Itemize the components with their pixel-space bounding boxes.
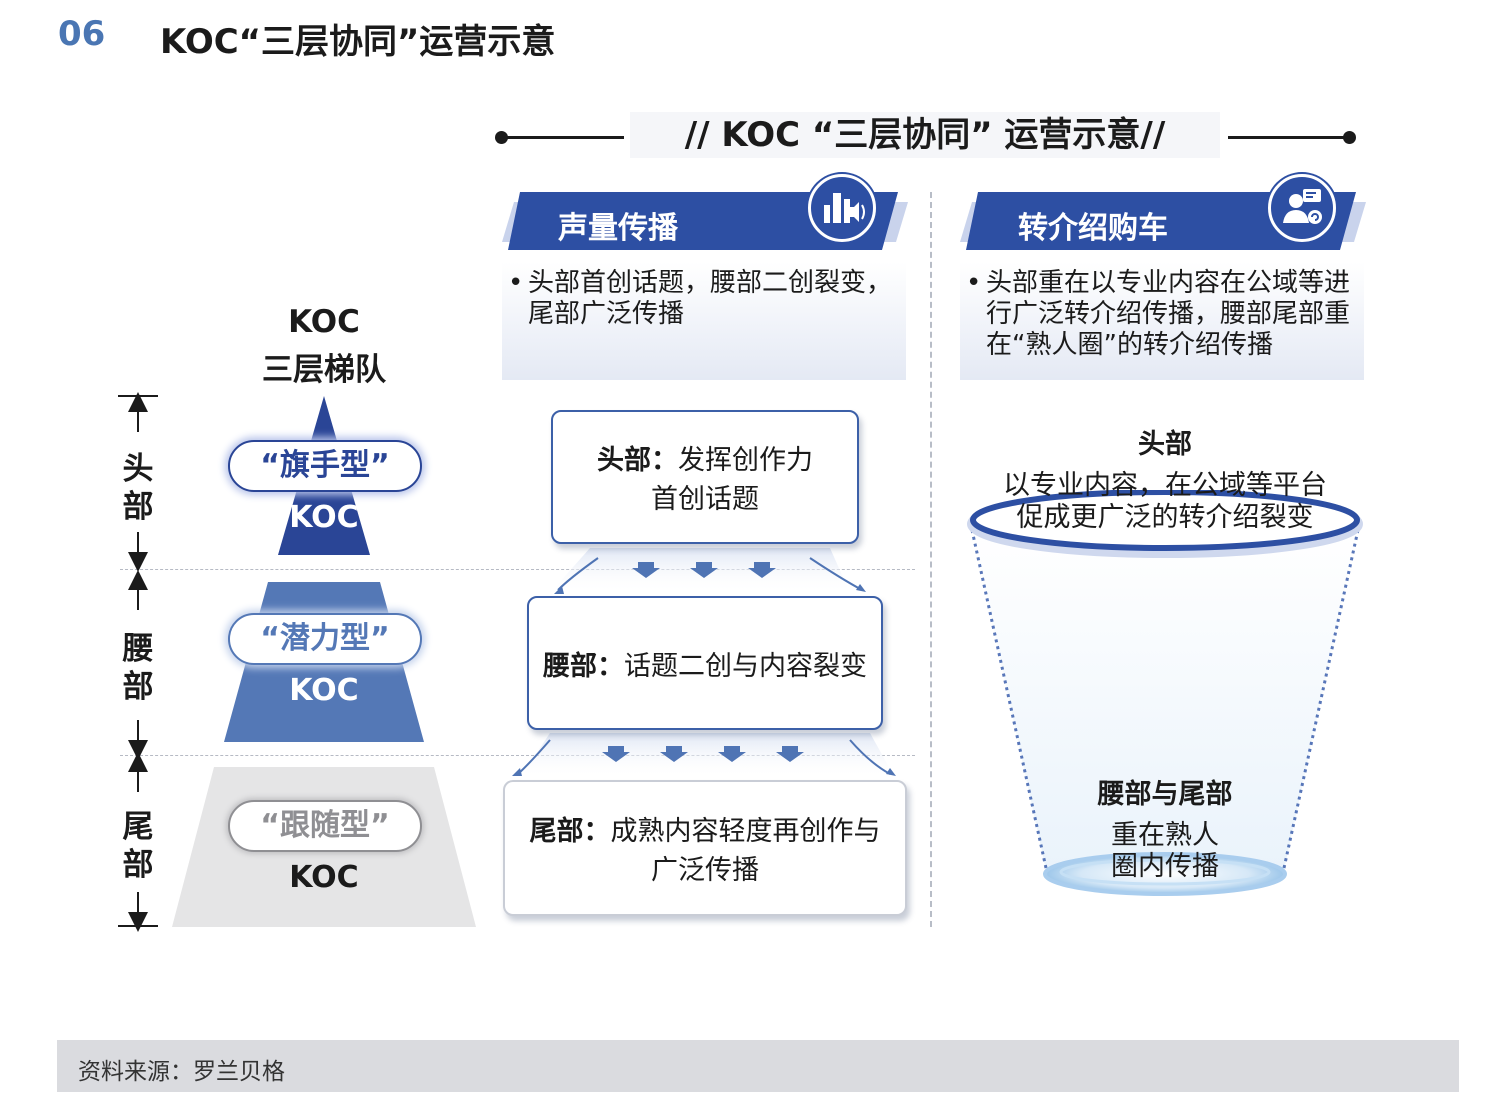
- tier-divider-2: [120, 755, 915, 756]
- tier-label-tail-char2: 部: [122, 847, 154, 883]
- down-arrow: [690, 562, 718, 578]
- source-note: 资料来源：罗兰贝格: [78, 1059, 285, 1085]
- stage-waist-line1: 话题二创与内容裂变: [624, 650, 867, 682]
- page-title: KOC“三层协同”运营示意: [160, 22, 556, 62]
- pyramid-title-line1: KOC: [288, 304, 360, 340]
- down-arrow: [632, 562, 660, 578]
- bullet-dot: •: [508, 268, 524, 298]
- spread-description: 头部首创话题，腰部二创裂变，尾部广泛传播: [528, 268, 893, 329]
- tier-label-head: 头 部: [118, 450, 158, 526]
- stage-box-tail: 尾部：成熟内容轻度再创作与 广泛传播: [503, 780, 907, 916]
- banner-right-line: [1228, 136, 1352, 139]
- cup-bottom-line1: 重在熟人: [1111, 820, 1219, 851]
- koc-label-tail: KOC: [289, 860, 359, 895]
- referral-header-label: 转介绍购车: [1018, 211, 1168, 246]
- user-share-icon: [1268, 174, 1336, 242]
- stage-tail-prefix: 尾部：: [529, 816, 611, 847]
- stage-waist-prefix: 腰部：: [543, 650, 624, 682]
- cup-top-title: 头部: [1138, 429, 1192, 460]
- cup-top-line2: 促成更广泛的转介绍裂变: [1016, 502, 1314, 533]
- referral-description: 头部重在以专业内容在公域等进行广泛转介绍传播，腰部尾部重在“熟人圈”的转介绍传播: [986, 268, 1351, 360]
- down-arrow: [602, 746, 630, 762]
- stage-tail-line1: 成熟内容轻度再创作与: [610, 816, 881, 847]
- referral-cup: [967, 490, 1363, 896]
- pyramid-title-line2: 三层梯队: [262, 352, 386, 388]
- cup-top-line1: 以专业内容，在公域等平台: [1003, 470, 1327, 501]
- tier-label-waist-char2: 部: [122, 669, 154, 705]
- koc-label-waist: KOC: [289, 673, 359, 708]
- page-number: 06: [58, 14, 106, 54]
- tier-label-tail: 尾 部: [118, 808, 158, 884]
- tier-label-head-char2: 部: [122, 489, 154, 525]
- referral-header: 转介绍购车: [958, 192, 1370, 250]
- banner-title: // KOC “三层协同” 运营示意//: [630, 112, 1220, 158]
- tier-divider-1: [120, 569, 915, 570]
- stage-box-waist: 腰部：话题二创与内容裂变: [527, 596, 883, 730]
- stage-box-head: 头部：发挥创作力 首创话题: [551, 410, 859, 544]
- banner-left-line: [500, 136, 624, 139]
- tier-dimension-arrows: [118, 392, 158, 932]
- spread-header-bar: [502, 192, 908, 250]
- volume-chart-icon: [808, 174, 876, 242]
- pill-flagship: “旗手型”: [228, 440, 422, 492]
- cup-bottom-line2: 圈内传播: [1111, 851, 1219, 882]
- cup-bottom-title: 腰部与尾部: [1097, 779, 1233, 810]
- pill-potential: “潜力型”: [228, 613, 422, 665]
- column-divider: [930, 192, 932, 927]
- down-arrow: [718, 746, 746, 762]
- down-arrow: [776, 746, 804, 762]
- spread-description-box: • 头部首创话题，腰部二创裂变，尾部广泛传播: [502, 262, 906, 380]
- flow-arrows: [512, 548, 896, 778]
- banner-left-dot: [495, 131, 508, 144]
- footer-bar: [57, 1040, 1459, 1092]
- down-arrow: [748, 562, 776, 578]
- stage-head-line2: 首创话题: [651, 484, 759, 515]
- stage-head-line1: 发挥创作力: [678, 445, 813, 476]
- pill-follower: “跟随型”: [228, 800, 422, 852]
- tier-label-waist-char1: 腰: [122, 631, 154, 667]
- tier-label-tail-char1: 尾: [122, 809, 154, 845]
- stage-head-prefix: 头部：: [597, 445, 678, 476]
- stage-tail-line2: 广泛传播: [651, 855, 759, 886]
- bullet-dot: •: [966, 268, 982, 298]
- referral-description-box: • 头部重在以专业内容在公域等进行广泛转介绍传播，腰部尾部重在“熟人圈”的转介绍…: [960, 262, 1364, 380]
- spread-header: 声量传播: [500, 192, 912, 250]
- tier-label-head-char1: 头: [122, 451, 154, 487]
- referral-header-bar: [960, 192, 1366, 250]
- banner-right-dot: [1343, 131, 1356, 144]
- down-arrow: [660, 746, 688, 762]
- spread-header-label: 声量传播: [558, 211, 678, 246]
- koc-label-head: KOC: [289, 500, 359, 535]
- tier-label-waist: 腰 部: [118, 630, 158, 706]
